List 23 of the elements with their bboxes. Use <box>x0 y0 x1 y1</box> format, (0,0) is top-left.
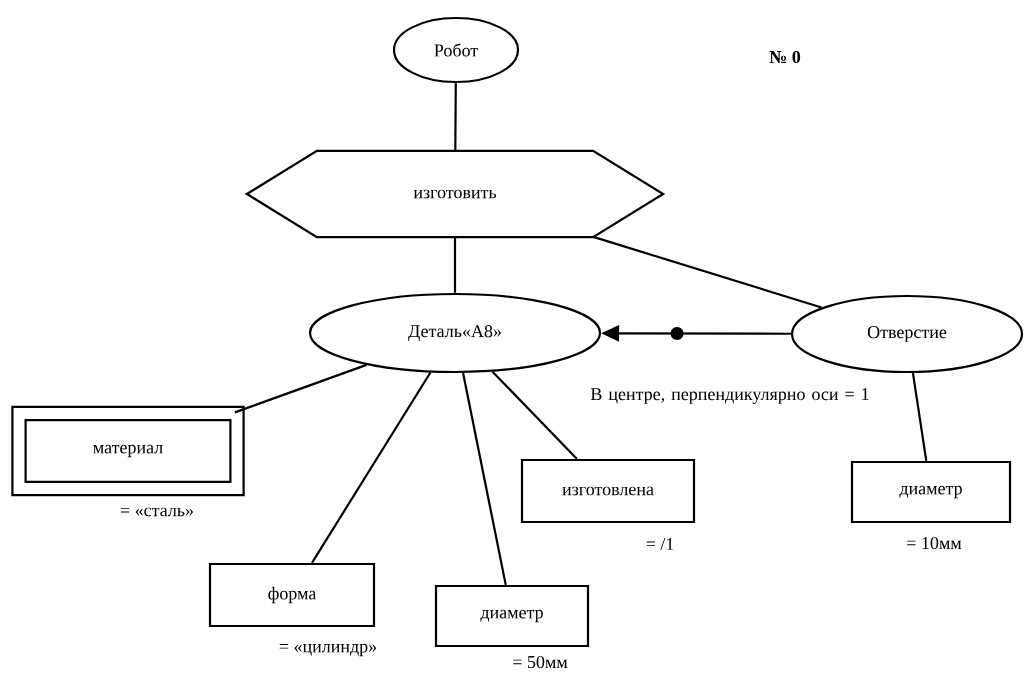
process-box: диаметр <box>850 460 1012 524</box>
connector <box>491 371 578 460</box>
value-label: = «сталь» <box>120 507 193 517</box>
oval-node: Отверстие <box>790 294 1024 374</box>
connector <box>593 236 822 309</box>
value-label: = 10мм <box>907 536 962 550</box>
edge-label: В центре, перпендикулярно оси = 1 <box>590 388 869 404</box>
connector <box>311 371 432 564</box>
value-label: = «цилиндр» <box>279 643 377 657</box>
value-label: = /1 <box>646 537 674 551</box>
double-box: материал <box>11 405 245 497</box>
connector <box>454 83 457 151</box>
process-box: изготовлена <box>520 458 696 524</box>
connector <box>462 372 507 586</box>
connector <box>911 372 928 462</box>
connector <box>453 237 457 293</box>
process-box: диаметр <box>434 584 590 648</box>
oval-node: Деталь«А8» <box>308 292 602 374</box>
process-box: форма <box>208 562 376 628</box>
oval-node: Робот <box>392 16 520 84</box>
connector <box>234 363 367 414</box>
value-label: = 50мм <box>513 655 568 669</box>
diagram-number: № 0 <box>769 50 801 64</box>
